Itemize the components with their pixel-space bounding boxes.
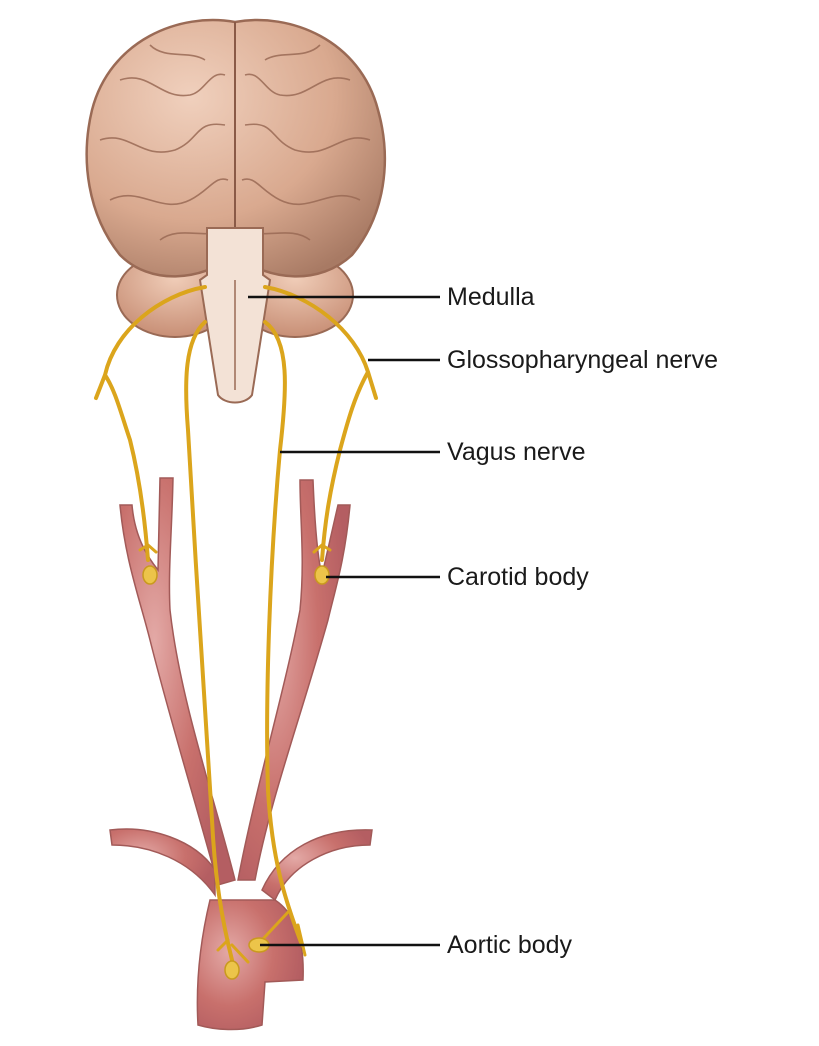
left-carotid-artery xyxy=(119,477,236,886)
right-carotid-body xyxy=(314,565,330,585)
leader-lines xyxy=(248,295,440,947)
left-carotid-body xyxy=(142,565,158,585)
medulla-label: Medulla xyxy=(447,283,535,311)
nerves xyxy=(94,285,378,964)
bodies xyxy=(142,565,330,980)
glossopharyngeal-nerve-label: Glossopharyngeal nerve xyxy=(447,346,718,374)
carotid-body-label: Carotid body xyxy=(447,563,589,591)
vagus-nerve-label: Vagus nerve xyxy=(447,438,586,466)
aortic-body-lower xyxy=(224,960,240,980)
left-vagus-nerve xyxy=(184,320,234,962)
aortic-arch xyxy=(196,899,304,1031)
medulla xyxy=(198,227,272,404)
aortic-body-label: Aortic body xyxy=(447,931,573,959)
right-vagus-nerve xyxy=(263,320,304,947)
right-carotid-artery xyxy=(237,479,351,881)
brain xyxy=(85,18,387,278)
left-glossopharyngeal-nerve xyxy=(94,285,207,562)
right-glossopharyngeal-nerve xyxy=(263,285,378,562)
left-subclavian-artery xyxy=(109,828,216,898)
